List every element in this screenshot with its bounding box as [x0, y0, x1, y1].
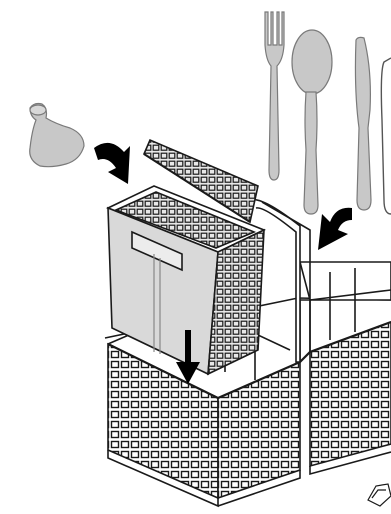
arrow-teat-into-basket: [94, 143, 130, 184]
spoon-icon: [292, 30, 332, 214]
baby-bottle-teat-icon: [30, 104, 84, 167]
fork-icon: [265, 12, 284, 180]
small-lid-icon: [368, 484, 391, 506]
arrow-cutlery-in: [318, 208, 352, 250]
knife-partial-icon: [381, 58, 391, 214]
knife-icon: [355, 37, 371, 210]
